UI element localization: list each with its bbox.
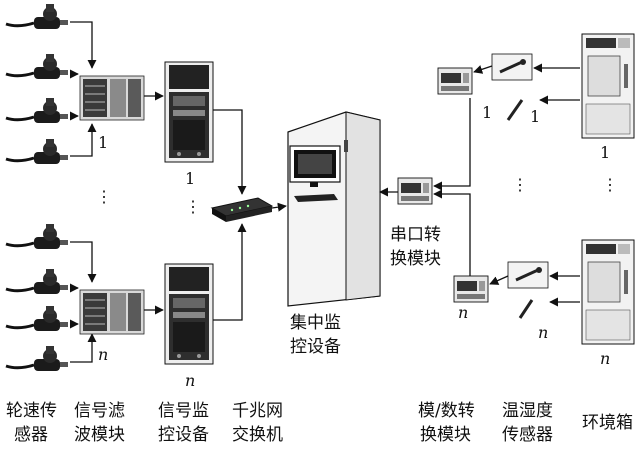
ellipsis-chamber: ⋮ [602,175,618,194]
label-humidity-sensor-1: 温湿度 [502,401,553,421]
label-wheel-sensor-2: 感器 [14,425,48,445]
ad-module-bottom [453,275,489,303]
arrow-sensor-ad-bottom-1 [489,275,509,285]
label-gigabit-switch-2: 交换机 [232,425,283,445]
index-cabinet-bottom: n [185,371,195,390]
filter-module-top [79,75,145,121]
label-ad-module-2: 换模块 [420,425,471,445]
label-monitor-device-2: 控设备 [158,425,209,445]
arrow-sensor-ad-top-1 [473,65,493,74]
label-wheel-sensor-1: 轮速传 [6,401,57,421]
ellipsis-filter: ⋮ [96,187,112,206]
index-sensor-bottom: n [538,323,548,342]
label-central-monitor-2: 控设备 [290,337,341,357]
label-filter-module-2: 波模块 [74,425,125,445]
index-chamber-top: 1 [600,143,610,162]
index-ad-bottom: n [458,303,468,322]
index-sensor-top: 1 [530,107,540,126]
monitor-device-top [164,61,214,163]
label-serial-module-2: 换模块 [390,249,441,269]
label-humidity-sensor-2: 传感器 [502,425,553,445]
index-ad-top: 1 [482,103,492,122]
wheel-sensors-bottom [4,222,70,373]
monitor-device-bottom [164,263,214,365]
wheel-sensors-top [4,2,70,166]
line-ad-serial-top [433,98,471,191]
ellipsis-sensor: ⋮ [512,175,528,194]
arrow-switch-central [271,202,287,212]
sensor-lines-top [69,21,97,157]
gigabit-switch [210,197,274,222]
index-chamber-bottom: n [600,349,610,368]
filter-module-bottom [79,289,145,335]
index-filter-bottom: n [98,345,108,364]
env-chamber-bottom [581,239,635,345]
index-filter-top: 1 [98,133,108,152]
label-serial-module-1: 串口转 [390,225,441,245]
line-ad-serial-bottom [433,189,471,290]
ellipsis-cabinet: ⋮ [185,197,201,216]
label-central-monitor-1: 集中监 [290,313,341,333]
env-chamber-top [581,33,635,139]
label-env-chamber: 环境箱 [582,413,633,433]
sensor-lines-bottom [69,241,97,363]
humidity-sensor-bottom [506,260,550,290]
arrow-cabinet-switch-bottom [213,223,247,321]
ad-module-top [437,67,473,95]
humidity-probe-top [506,99,524,121]
central-monitor-device [287,111,381,307]
label-ad-module-1: 模/数转 [418,401,475,421]
humidity-sensor-top [490,52,534,82]
label-filter-module-1: 信号滤 [74,401,125,421]
serial-conversion-module [397,177,433,205]
label-monitor-device-1: 信号监 [158,401,209,421]
label-gigabit-switch-1: 千兆网 [232,401,283,421]
index-cabinet-top: 1 [185,169,195,188]
humidity-probe-bottom [518,299,534,319]
arrow-cabinet-switch-top [213,109,247,195]
